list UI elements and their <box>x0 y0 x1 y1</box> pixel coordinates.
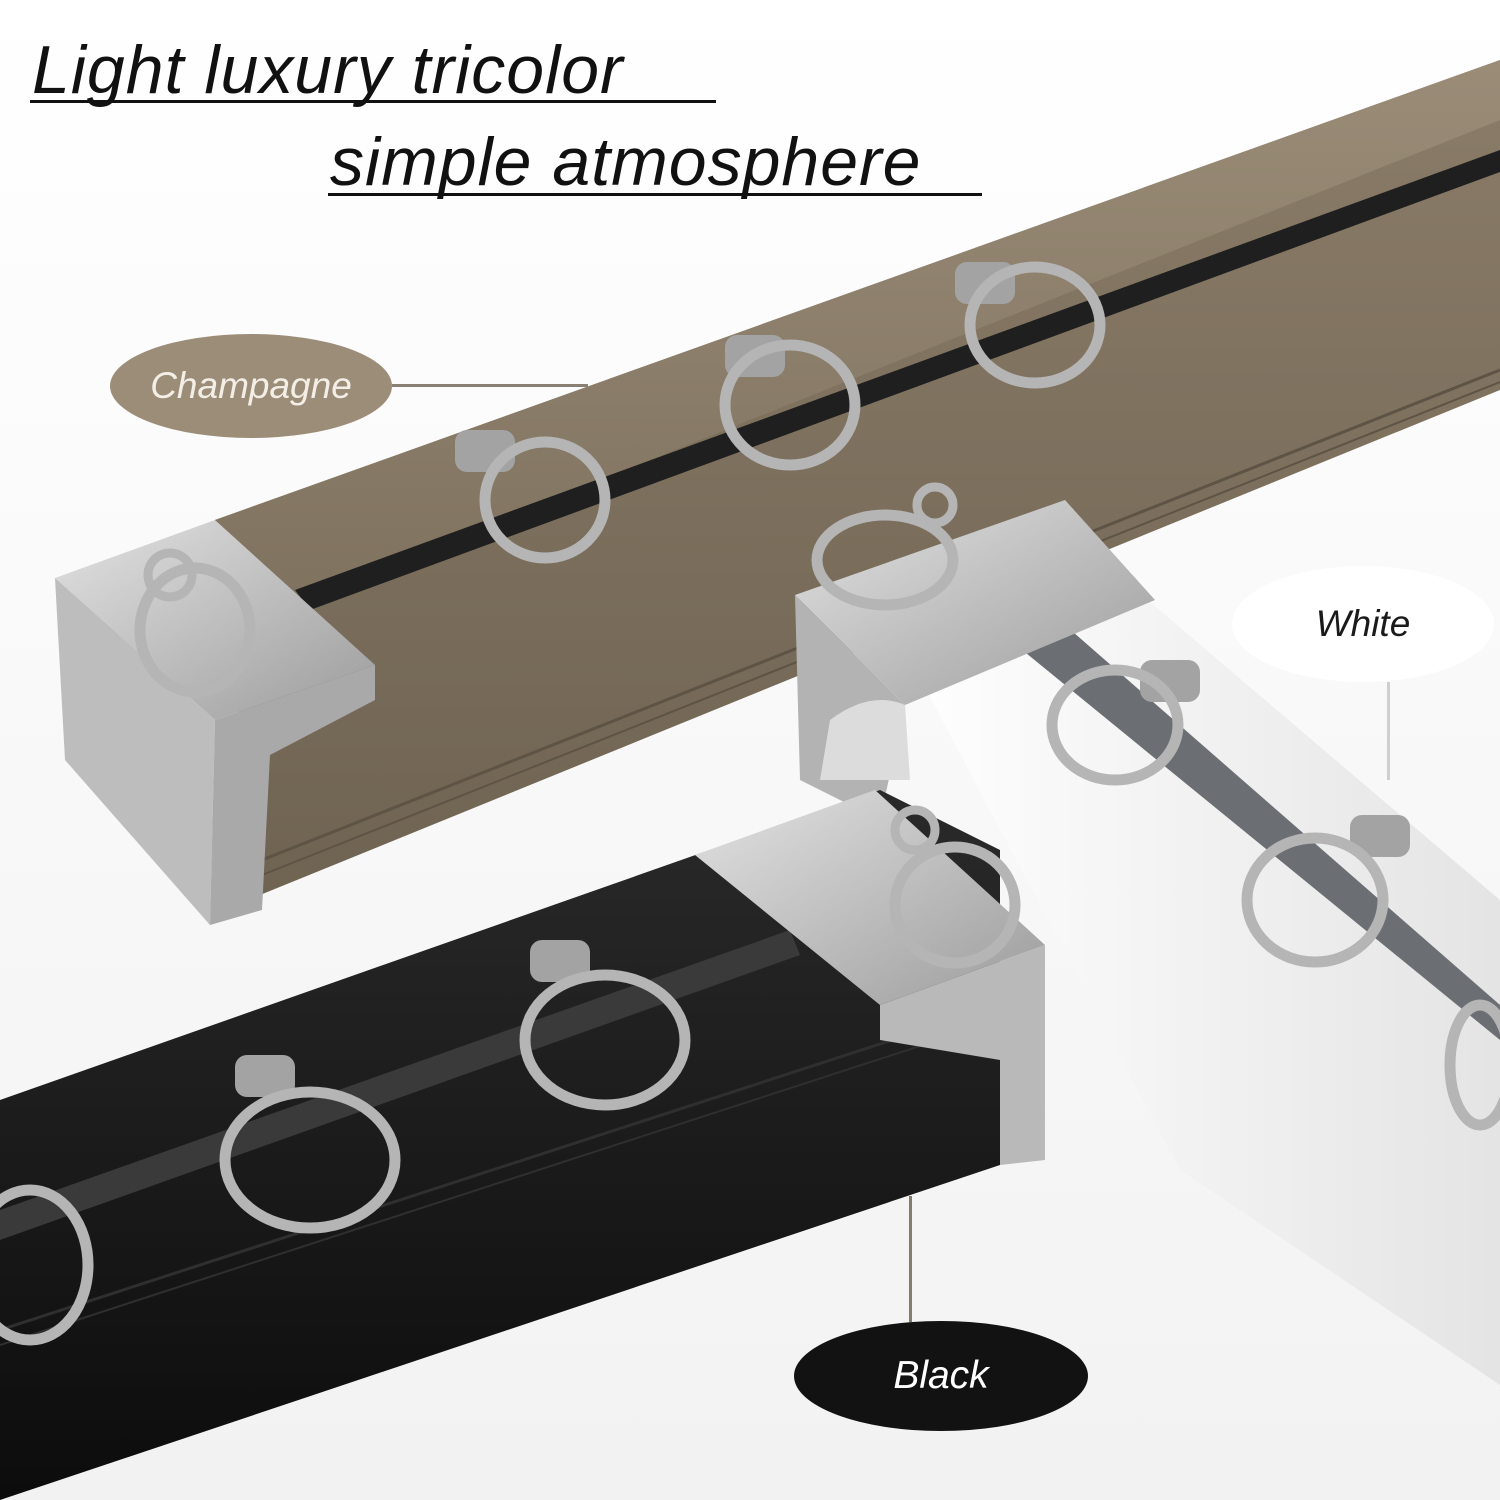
ring-hook <box>0 1184 94 1346</box>
ring-hook <box>519 940 691 1111</box>
ring-hook <box>955 261 1106 389</box>
black-leader-line <box>909 1196 912 1322</box>
black-color-label: Black <box>794 1321 1088 1431</box>
black-end-cap <box>695 790 1045 1165</box>
ring-hook <box>1046 660 1200 786</box>
champagne-rail <box>215 60 1500 895</box>
black-label-text: Black <box>893 1354 989 1397</box>
headline-underline-2 <box>328 193 982 196</box>
white-rail-slot <box>1010 625 1500 1040</box>
champagne-end-cap <box>55 520 375 925</box>
white-leader-line <box>1387 682 1390 780</box>
white-rail <box>900 585 1500 1385</box>
white-label-text: White <box>1315 603 1411 644</box>
black-rail-slot <box>0 930 800 1240</box>
ring-hook <box>1444 999 1500 1131</box>
ring-hook <box>134 548 256 698</box>
white-rail-body <box>900 585 1500 1385</box>
black-rail <box>0 790 1001 1500</box>
champagne-color-label: Champagne <box>110 334 392 438</box>
champagne-leader-line <box>392 384 588 387</box>
ring-hook <box>811 482 959 611</box>
ring-hook <box>1241 815 1410 968</box>
headline-line-2: simple atmosphere <box>330 124 922 200</box>
ring-hook <box>219 1055 401 1234</box>
ring-hook <box>889 805 1021 969</box>
ring-hook <box>719 335 861 471</box>
headline-line-1: Light luxury tricolor <box>32 32 624 108</box>
runner-hooks <box>0 261 1500 1346</box>
headline-underline-1 <box>30 100 716 103</box>
white-color-label: White <box>1232 566 1494 682</box>
white-end-cap <box>795 500 1155 820</box>
ring-hook <box>455 430 611 564</box>
champagne-rail-top <box>215 60 1500 600</box>
champagne-rail-slot <box>295 150 1500 610</box>
champagne-label-text: Champagne <box>150 365 352 406</box>
